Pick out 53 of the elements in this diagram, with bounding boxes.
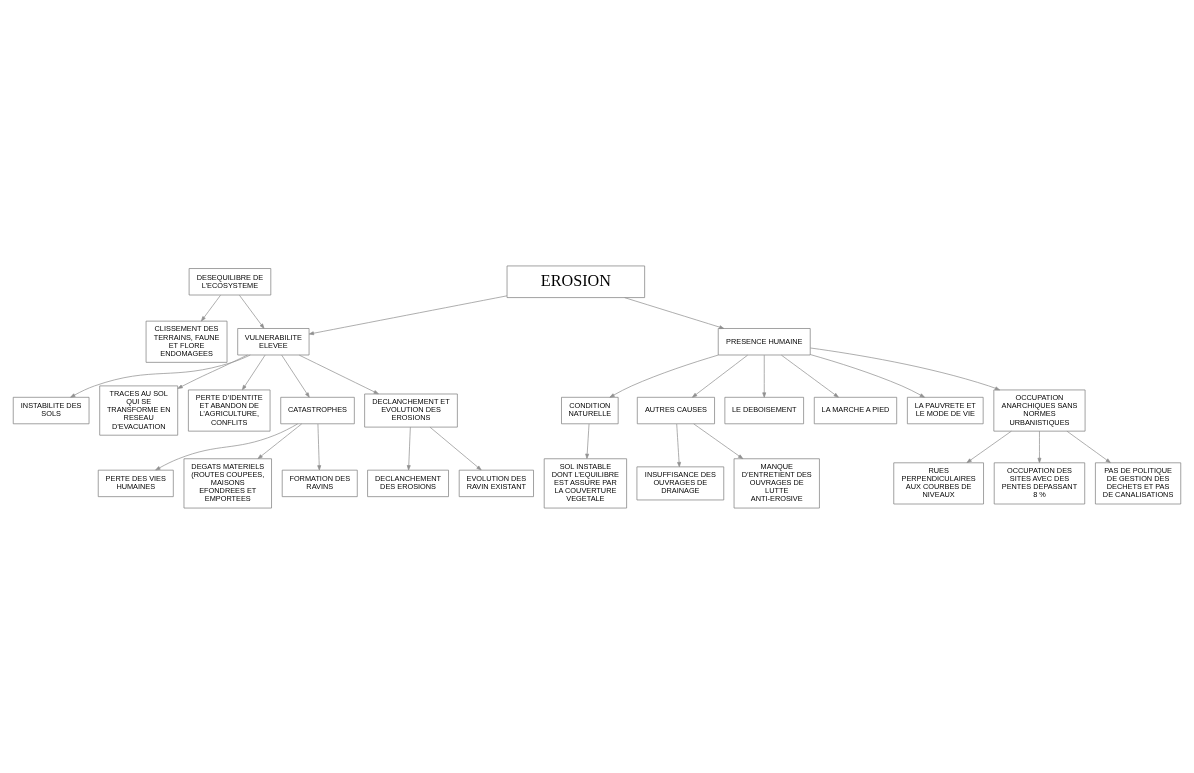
node-box: RUES PERPENDICULAIRES AUX COURBES DE NIVEAUX xyxy=(893,461,984,504)
node-box: OCCUPATION ANARCHIQUES SANS NORMES URBANISTIQUES xyxy=(993,389,1086,431)
node-box: TRACES AU SOL QUI SE TRANSFORME EN RESEAU D’EVACUATION xyxy=(99,385,179,436)
arrow xyxy=(317,423,322,470)
arrow xyxy=(201,294,221,321)
node-box: CATASTROPHES xyxy=(280,396,355,424)
arrow xyxy=(676,423,681,467)
node-box: LE DEBOISEMENT xyxy=(724,396,804,424)
arrow xyxy=(257,423,303,459)
node-box: DECLANCHEMENT ET EVOLUTION DES EROSIONS xyxy=(364,393,458,427)
arrow xyxy=(585,423,590,459)
arrow xyxy=(308,294,508,335)
node-box: MANQUE D’ENTRETIENT DES OUVRAGES DE LUTTE ANTI-EROSIVE xyxy=(733,457,820,508)
arrow xyxy=(810,347,1000,390)
node-box: DECLANCHEMENT DES EROSIONS xyxy=(367,469,449,497)
node-box: LA MARCHE A PIED xyxy=(813,396,898,424)
node-box: OCCUPATION DES SITES AVEC DES PENTES DEPASSANT 8 % xyxy=(993,461,1086,504)
node-box: EVOLUTION DES RAVIN EXISTANT xyxy=(458,469,534,497)
arrow xyxy=(966,430,1012,463)
arrow xyxy=(762,354,767,398)
arrow xyxy=(70,354,251,398)
arrow xyxy=(809,353,925,398)
node-box: CONDITION NATURELLE xyxy=(561,396,619,424)
node-box: CLISSEMENT DES TERRAINS, FAUNE ET FLORE ENDOMAGEES xyxy=(145,320,228,363)
arrow xyxy=(781,354,839,398)
arrow xyxy=(1066,430,1111,463)
arrow xyxy=(693,423,744,459)
arrow xyxy=(281,354,310,398)
arrow xyxy=(239,294,265,329)
arrow xyxy=(1037,430,1042,463)
node-box: AUTRES CAUSES xyxy=(636,396,715,424)
node-box: INSTABILITE DES SOLS xyxy=(12,396,90,424)
arrow xyxy=(692,354,748,398)
arrow xyxy=(624,296,725,329)
node-box: SOL INSTABLE DONT L’EQUILIBRE EST ASSURE PAR LA COUVERTURE VEGETALE xyxy=(543,457,627,508)
node-box: PERTE D’IDENTITE ET ABANDON DE L’AGRICULTURE, CONFLITS xyxy=(188,389,271,431)
node-box: DEGATS MATERIELS (ROUTES COUPEES, MAISONS EFONDREES ET EMPORTEES xyxy=(183,457,272,508)
node-box: PRESENCE HUMAINE xyxy=(717,327,811,355)
arrow xyxy=(298,354,379,394)
node-box: LA PAUVRETE ET LE MODE DE VIE xyxy=(907,396,984,424)
node-box: VULNERABILITE ELEVEE xyxy=(237,327,310,355)
arrow xyxy=(429,426,482,470)
node-box: EROSION xyxy=(506,265,645,298)
node-box: DESEQUILIBRE DE L’ECOSYSTEME xyxy=(188,267,272,295)
arrow xyxy=(609,354,719,398)
arrow xyxy=(155,423,299,470)
node-box: PAS DE POLITIQUE DE GESTION DES DECHETS ET PAS DE CANALISATIONS xyxy=(1095,461,1182,504)
node-box: PERTE DES VIES HUMAINES xyxy=(97,469,174,497)
arrow xyxy=(177,354,248,389)
node-box: INSUFFISANCE DES OUVRAGES DE DRAINAGE xyxy=(636,466,725,500)
node-box: FORMATION DES RAVINS xyxy=(281,469,358,497)
arrow xyxy=(242,354,266,390)
arrow xyxy=(406,426,411,470)
